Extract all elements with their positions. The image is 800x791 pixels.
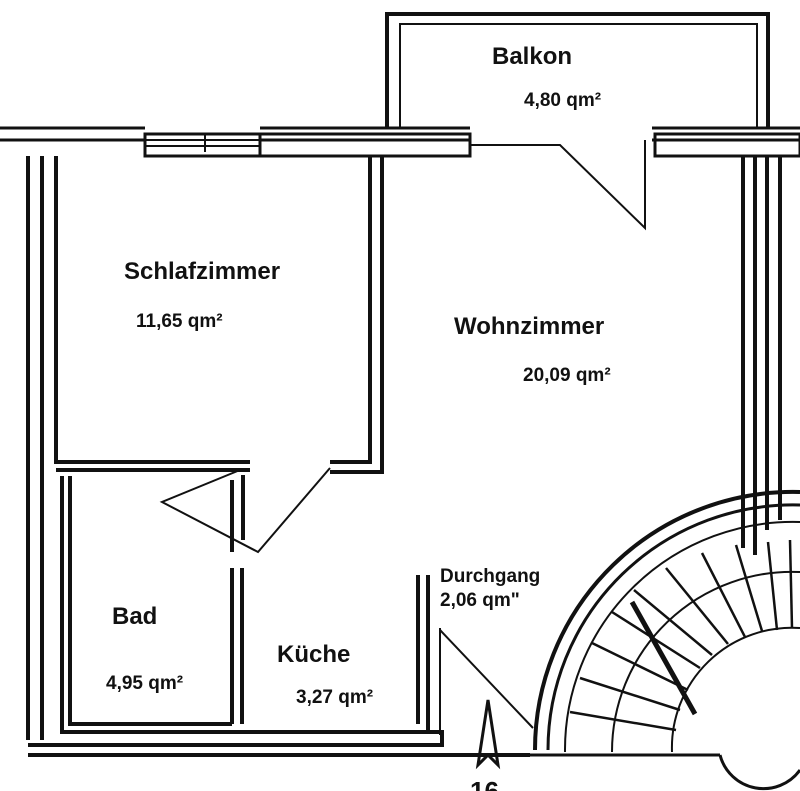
room-area-bad: 4,95 qm² — [106, 673, 183, 694]
kueche-walls — [28, 575, 530, 757]
room-name-balkon: Balkon — [492, 43, 572, 70]
room-name-durchgang: Durchgang — [440, 566, 540, 587]
spiral-staircase[interactable] — [530, 489, 800, 791]
room-name-schlafzimmer: Schlafzimmer — [124, 258, 280, 285]
schlafzimmer-walls — [54, 156, 384, 474]
room-area-durchgang: 2,06 qm" — [440, 590, 520, 611]
room-name-wohnzimmer: Wohnzimmer — [454, 313, 604, 340]
north-label: 16 — [470, 776, 499, 791]
room-name-bad: Bad — [112, 603, 157, 630]
durchgang-door — [439, 628, 534, 735]
room-area-schlafzimmer: 11,65 qm² — [136, 311, 223, 332]
bad-walls — [60, 475, 442, 734]
exterior-wall-top — [0, 126, 800, 158]
balcony-door — [470, 140, 646, 231]
exterior-wall-right — [741, 156, 782, 555]
north-arrow-icon — [475, 699, 501, 770]
exterior-wall-left — [26, 156, 44, 740]
room-name-kueche: Küche — [277, 641, 350, 668]
room-area-kueche: 3,27 qm² — [296, 687, 373, 708]
room-area-wohnzimmer: 20,09 qm² — [523, 365, 611, 386]
balcony-walls — [385, 12, 770, 128]
schlafzimmer-door — [159, 467, 331, 554]
window-schlafzimmer — [145, 135, 260, 152]
room-area-balkon: 4,80 qm² — [524, 90, 601, 111]
